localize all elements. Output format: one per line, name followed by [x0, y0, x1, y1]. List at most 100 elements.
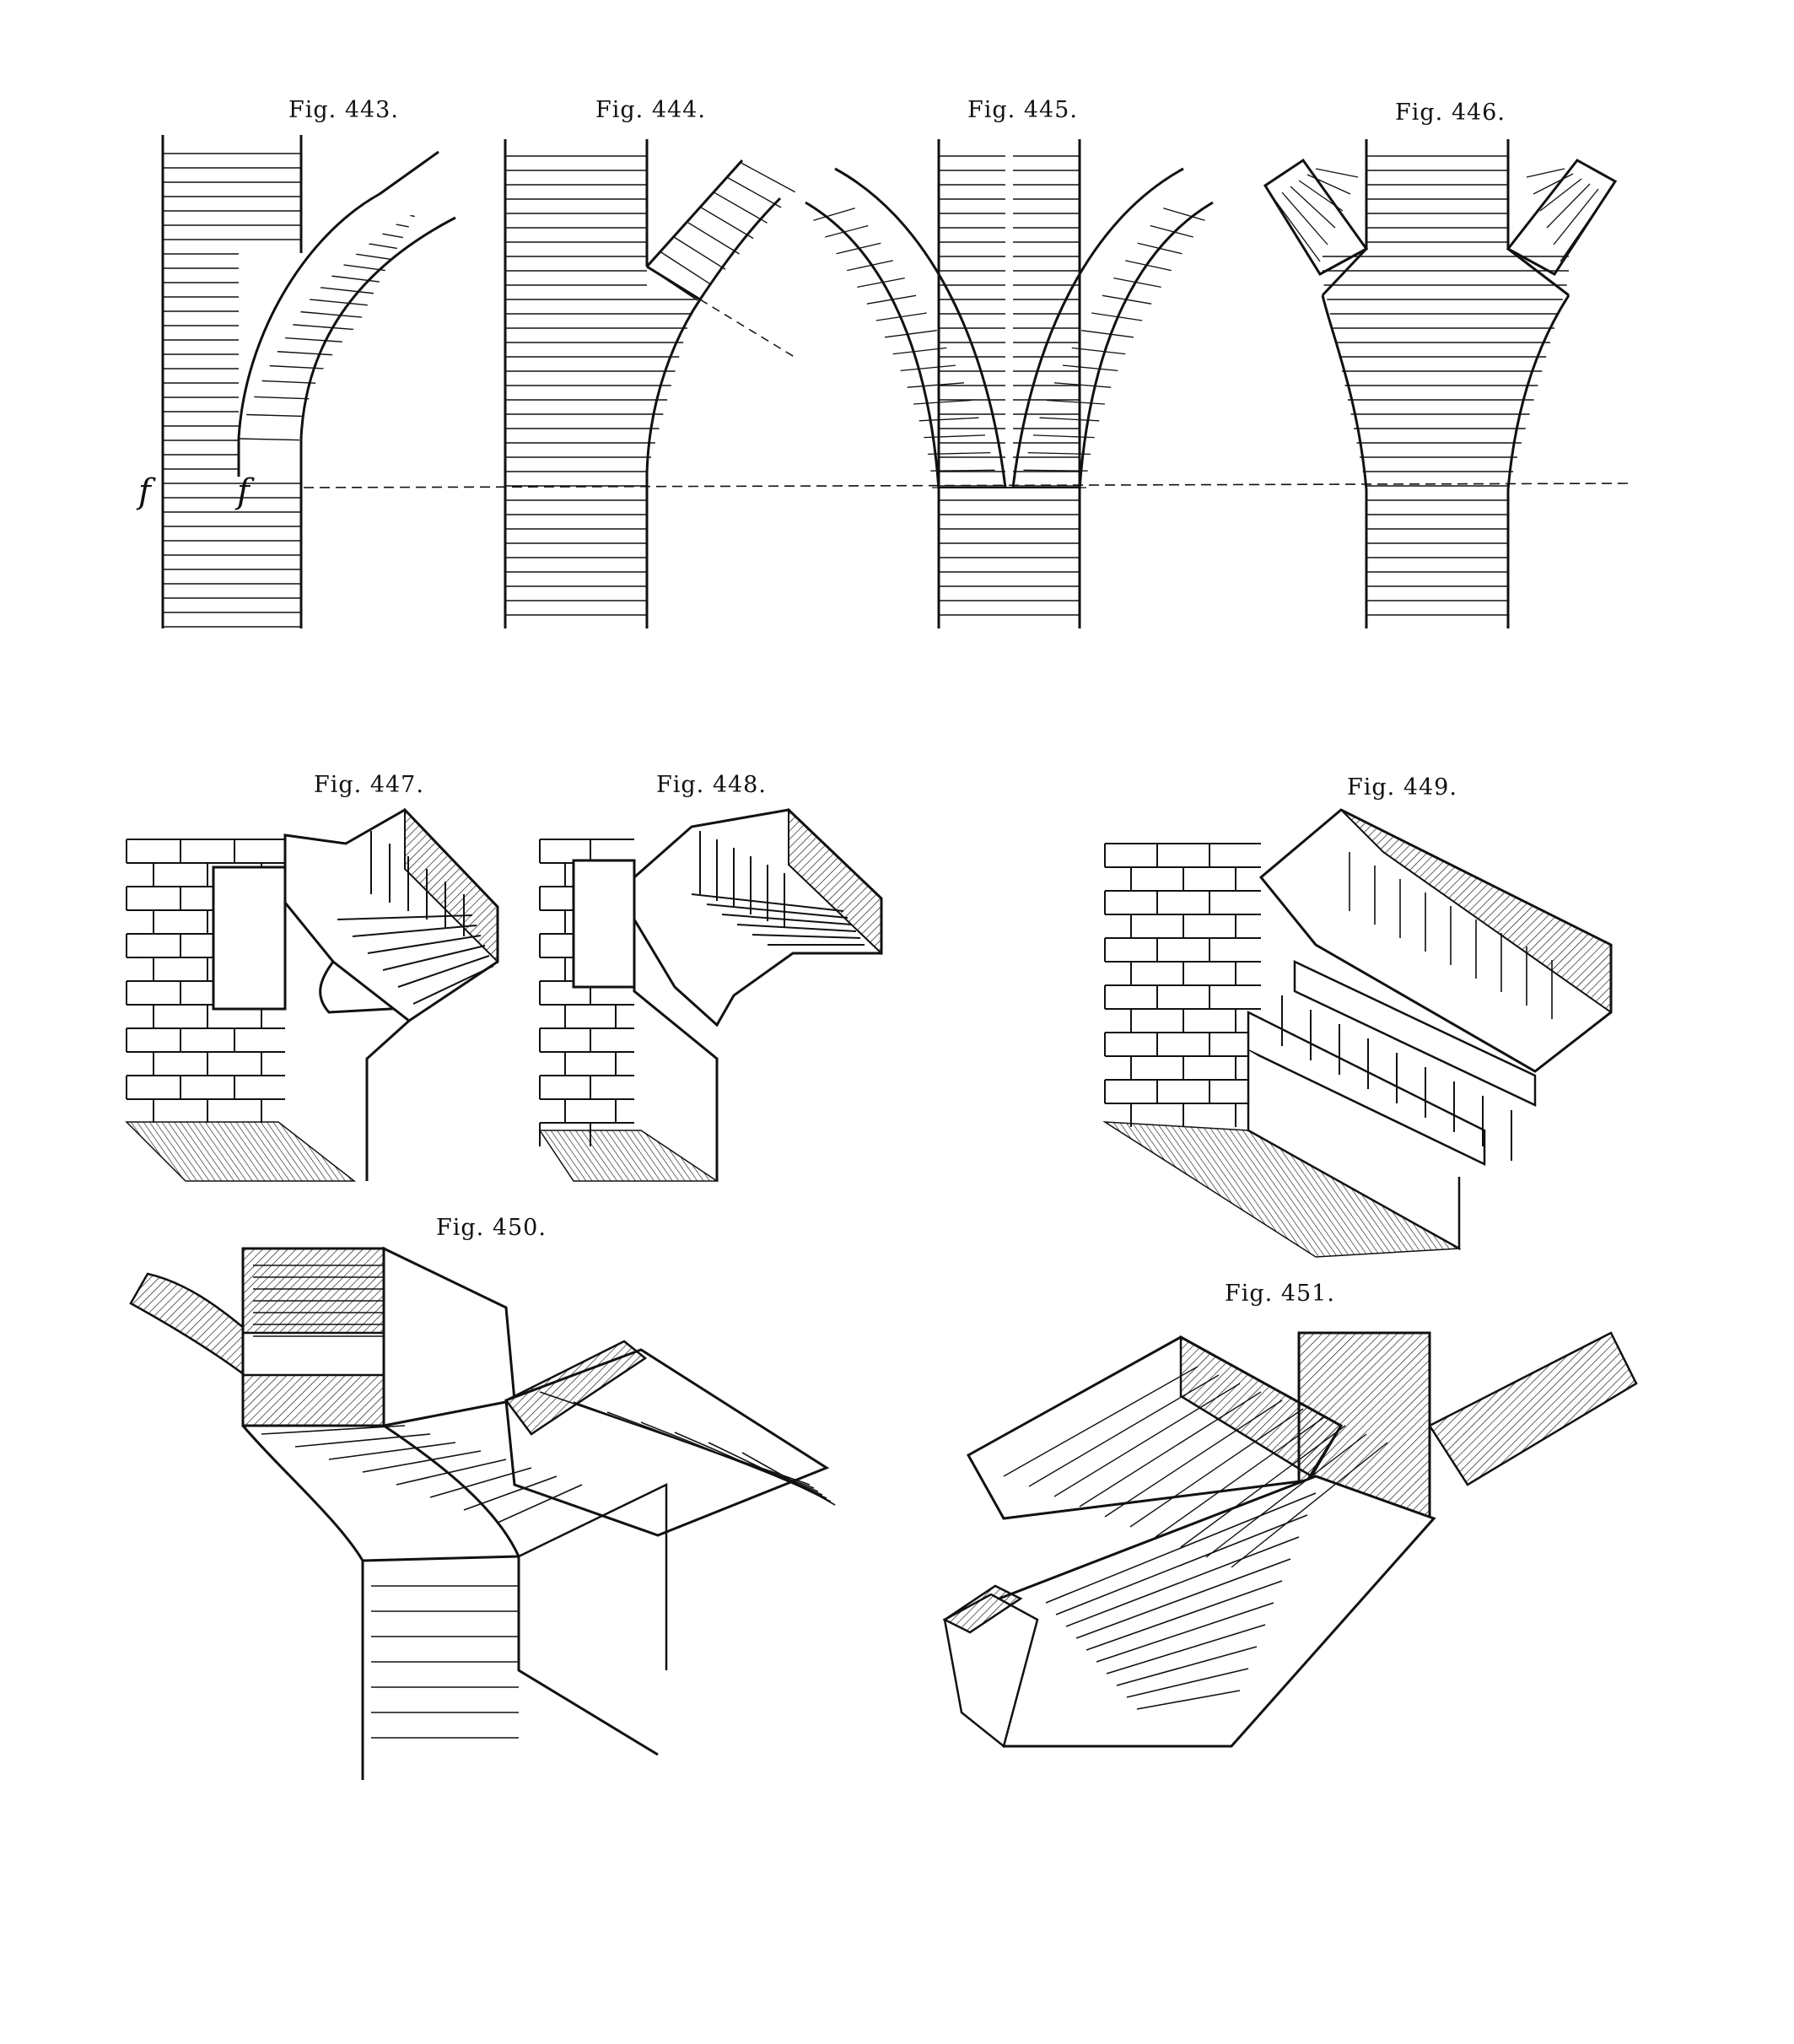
fig-446-pier-with-corbels [1265, 139, 1615, 628]
masonry-joint [1547, 184, 1590, 228]
masonry-joint [293, 325, 356, 330]
masonry-joint [1307, 175, 1350, 194]
masonry-joint [254, 396, 326, 399]
masonry-joint [353, 925, 477, 936]
masonry-joint [368, 936, 481, 953]
masonry-joint [1029, 1375, 1219, 1486]
caption-fig-448: Fig. 448. [656, 772, 767, 798]
masonry-joint [1080, 1392, 1261, 1507]
masonry-joint [913, 401, 972, 405]
masonry-joint [295, 1434, 430, 1447]
masonry-joint [930, 470, 994, 471]
masonry-joint [355, 229, 403, 237]
label-f-right: f [237, 472, 250, 511]
masonry-joint [309, 299, 368, 305]
masonry-joint [1076, 1559, 1290, 1638]
masonry-joint [1054, 383, 1111, 387]
masonry-joint [1533, 174, 1573, 194]
caption-fig-443: Fig. 443. [288, 97, 399, 123]
caption-fig-449: Fig. 449. [1347, 774, 1457, 801]
caption-fig-446: Fig. 446. [1395, 100, 1506, 126]
masonry-joint [1316, 169, 1358, 177]
masonry-joint [1127, 1669, 1248, 1697]
masonry-joint [324, 275, 380, 282]
masonry-joint [239, 439, 315, 440]
masonry-joint [383, 946, 485, 970]
fig-449-cornice-perspective [1105, 810, 1611, 1257]
masonry-joint [825, 226, 868, 238]
masonry-joint [1046, 1493, 1316, 1603]
masonry-joint [1033, 435, 1095, 438]
masonry-joint [674, 237, 725, 270]
fig-443-wall-with-arch [163, 135, 477, 628]
masonry-joint [1081, 331, 1134, 337]
masonry-joint [329, 1443, 455, 1459]
masonry-joint [1540, 179, 1581, 211]
masonry-joint [1039, 418, 1099, 421]
masonry-joint [1560, 194, 1607, 262]
masonry-joint [727, 177, 781, 208]
masonry-joint [1125, 261, 1172, 271]
masonry-joint [363, 218, 409, 227]
masonry-joint [1138, 243, 1183, 254]
masonry-joint [1091, 313, 1142, 321]
masonry-joint [741, 163, 795, 192]
masonry-joint [378, 196, 420, 206]
fig-448-corbel-perspective [540, 810, 881, 1181]
masonry-joint [857, 278, 904, 288]
masonry-joint [908, 383, 964, 387]
fig-444-wall-with-springing [505, 139, 797, 628]
masonry-joint [262, 380, 332, 384]
masonry-joint [687, 222, 739, 254]
masonry-joint [928, 453, 990, 455]
masonry-joint [885, 331, 937, 337]
fig-451-vault-springer [945, 1333, 1636, 1746]
masonry-joint [370, 207, 415, 216]
masonry-joint [1096, 1603, 1274, 1662]
masonry-joint [847, 261, 893, 271]
masonry-joint [1023, 470, 1087, 471]
springing-line [304, 483, 1628, 488]
masonry-joint [1163, 208, 1204, 220]
label-f-left: f [138, 472, 151, 511]
caption-fig-445: Fig. 445. [967, 97, 1078, 123]
masonry-joint [339, 251, 391, 259]
fig-445-pier-with-two-arches [805, 139, 1213, 628]
masonry-joint [1137, 1691, 1240, 1709]
masonry-joint [1105, 1400, 1282, 1517]
masonry-joint [246, 415, 321, 418]
masonry-joint [1282, 192, 1328, 245]
masonry-joint [331, 263, 385, 271]
masonry-joint [261, 1426, 405, 1434]
masonry-joint [1554, 189, 1598, 245]
masonry-joint [1130, 1409, 1303, 1527]
masonry-joint [919, 418, 979, 421]
masonry-joint [660, 251, 712, 284]
masonry-joint [1231, 1443, 1387, 1567]
masonry-joint [647, 267, 698, 300]
masonry-joint [1107, 1625, 1265, 1674]
masonry-joint [737, 925, 856, 931]
caption-fig-447: Fig. 447. [314, 772, 424, 798]
masonry-joint [1072, 348, 1126, 353]
masonry-joint [707, 904, 848, 918]
masonry-joint [337, 915, 472, 920]
masonry-joint [498, 1485, 582, 1523]
masonry-joint [752, 935, 860, 938]
masonry-joint [893, 348, 947, 353]
masonry-joint [924, 435, 985, 438]
masonry-joint [813, 208, 854, 220]
caption-fig-450: Fig. 450. [436, 1215, 547, 1241]
masonry-joint [714, 192, 768, 223]
masonry-joint [300, 312, 361, 317]
masonry-joint [1113, 278, 1161, 288]
masonry-joint [285, 338, 350, 342]
masonry-joint [1047, 401, 1105, 405]
masonry-joint [1206, 1434, 1366, 1557]
masonry-joint [464, 1476, 557, 1510]
masonry-joint [1299, 181, 1343, 211]
masonry-joint [742, 1453, 835, 1505]
masonry-joint [1102, 295, 1151, 304]
